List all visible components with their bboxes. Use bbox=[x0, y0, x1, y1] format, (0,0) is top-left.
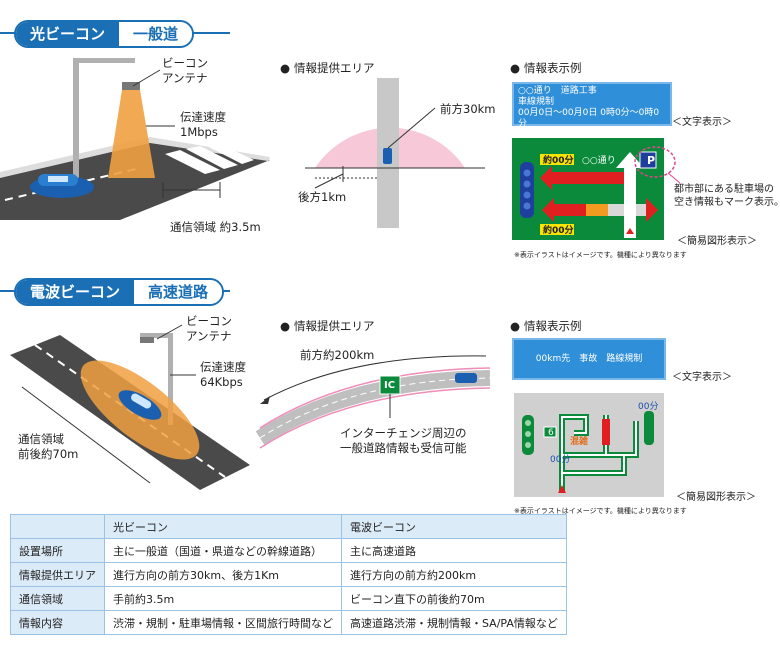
parking-highlight-circle bbox=[634, 146, 681, 184]
graphic-time-2: 約00分 bbox=[543, 226, 574, 236]
crosswalk bbox=[165, 143, 254, 174]
table-row: 通信領域 手前約3.5m ビーコン直下の前後約70m bbox=[10, 586, 567, 611]
optical-area-heading: 情報提供エリア bbox=[280, 60, 375, 76]
table-cell: 主に高速道路 bbox=[341, 538, 567, 563]
optical-note: ※表示イラストはイメージです。機種により異なります bbox=[514, 251, 687, 259]
optical-area-diagram bbox=[305, 78, 485, 228]
table-cell: 主に一般道（国道・県道などの幹線道路） bbox=[104, 538, 342, 563]
section-title: 電波ビーコン bbox=[16, 280, 135, 304]
graphic-road-name: ○○通り bbox=[582, 156, 616, 166]
radio-text-display-label: ＜文字表示＞ bbox=[672, 372, 732, 383]
beacon-antenna bbox=[140, 337, 154, 343]
graphic-time-1: 00分 bbox=[638, 402, 659, 412]
table-row: 設置場所 主に一般道（国道・県道などの幹線道路） 主に高速道路 bbox=[10, 538, 567, 563]
text-panel-line-2: 車線規制 bbox=[518, 97, 555, 107]
optical-text-panel: ○○通り 道路工事 車線規制 00月0日～00月0日 0時0分～0時0分 bbox=[512, 82, 672, 129]
beam-cone bbox=[108, 90, 155, 178]
car bbox=[30, 174, 94, 198]
parking-note: 都市部にある駐車場の 空き情報もマーク表示。 bbox=[674, 184, 780, 208]
radio-graphic-panel bbox=[514, 393, 664, 497]
section-tag: 光ビーコン 一般道 bbox=[14, 20, 195, 48]
radio-area-heading: 情報提供エリア bbox=[280, 318, 375, 334]
radio-text-panel: 00km先 事故 路線規制 bbox=[512, 338, 666, 380]
parking-symbol: P bbox=[647, 154, 656, 167]
section-header-optical: 光ビーコン 一般道 bbox=[0, 18, 230, 48]
table-header-cell: 電波ビーコン bbox=[341, 514, 567, 539]
beacon-pole bbox=[168, 335, 173, 425]
radio-area-diagram bbox=[255, 355, 491, 449]
table-cell: 渋滞・規制・駐車場情報・区間旅行時間など bbox=[104, 610, 342, 635]
optical-antenna-label: ビーコン アンテナ bbox=[162, 56, 208, 85]
table-row-header: 設置場所 bbox=[10, 538, 105, 563]
ic-label: IC bbox=[384, 380, 396, 391]
table-cell: ビーコン直下の前後約70m bbox=[341, 586, 567, 611]
ic-note: インターチェンジ周辺の 一般道路情報も受信可能 bbox=[340, 426, 467, 455]
optical-area-back: 後方1km bbox=[298, 190, 347, 204]
table-row-header: 通信領域 bbox=[10, 586, 105, 611]
section-title: 光ビーコン bbox=[16, 22, 120, 46]
table-cell: 手前約3.5m bbox=[104, 586, 342, 611]
table-cell: 高速道路渋滞・規制情報・SA/PA情報など bbox=[341, 610, 567, 635]
table-cell: 進行方向の前方約200km bbox=[341, 562, 567, 587]
table-row: 情報提供エリア 進行方向の前方30km、後方1Km 進行方向の前方約200km bbox=[10, 562, 567, 587]
radio-antenna-label: ビーコン アンテナ bbox=[186, 314, 232, 343]
car bbox=[118, 390, 162, 420]
arrow-up bbox=[616, 152, 644, 238]
table-header-row: 光ビーコン 電波ビーコン bbox=[10, 514, 567, 539]
graphic-route-number: 6 bbox=[548, 428, 554, 438]
graphic-time-2: 00分 bbox=[550, 455, 571, 465]
table-cell: 進行方向の前方30km、後方1Km bbox=[104, 562, 342, 587]
table-header-cell bbox=[10, 514, 105, 539]
section-subtitle: 一般道 bbox=[119, 22, 193, 46]
section-subtitle: 高速道路 bbox=[134, 280, 223, 304]
optical-range-label: 通信領域 約3.5m bbox=[170, 220, 261, 234]
beacon-antenna bbox=[122, 82, 140, 90]
radio-display-heading: 情報表示例 bbox=[510, 318, 582, 334]
table-row: 情報内容 渋滞・規制・駐車場情報・区間旅行時間など 高速道路渋滞・規制情報・SA… bbox=[10, 610, 567, 635]
radio-graphic-display-label: ＜簡易図形表示＞ bbox=[676, 492, 756, 503]
car-marker bbox=[455, 373, 477, 383]
section-tag: 電波ビーコン 高速道路 bbox=[14, 278, 225, 306]
optical-graphic-display-label: ＜簡易図形表示＞ bbox=[677, 236, 757, 247]
radio-speed-label: 伝達速度 64Kbps bbox=[200, 360, 246, 389]
radio-note: ※表示イラストはイメージです。機種により異なります bbox=[514, 507, 687, 515]
parking-box bbox=[639, 151, 657, 169]
graphic-jam: 混雑 bbox=[570, 437, 589, 447]
optical-speed-label: 伝達速度 1Mbps bbox=[180, 110, 226, 139]
beacon-pole bbox=[73, 60, 79, 180]
radio-beacon-illustration bbox=[10, 324, 250, 490]
radio-area-forward: 前方約200km bbox=[300, 348, 375, 362]
optical-beacon-illustration bbox=[0, 58, 270, 220]
text-panel-line-1: ○○通り 道路工事 bbox=[518, 86, 597, 96]
section-header-radio: 電波ビーコン 高速道路 bbox=[0, 276, 230, 306]
optical-text-display-label: ＜文字表示＞ bbox=[672, 117, 732, 128]
table-row-header: 情報提供エリア bbox=[10, 562, 105, 587]
radio-text-panel-content: 00km先 事故 路線規制 bbox=[535, 353, 643, 364]
car-marker bbox=[383, 148, 392, 164]
optical-graphic-panel bbox=[512, 138, 664, 240]
table-header-cell: 光ビーコン bbox=[104, 514, 342, 539]
optical-area-forward: 前方30km bbox=[440, 102, 496, 116]
comparison-table: 光ビーコン 電波ビーコン 設置場所 主に一般道（国道・県道などの幹線道路） 主に… bbox=[10, 514, 567, 635]
radio-range-label: 通信領域 前後約70m bbox=[18, 432, 79, 461]
optical-display-heading: 情報表示例 bbox=[510, 60, 582, 76]
graphic-time-1: 約00分 bbox=[543, 156, 574, 166]
table-row-header: 情報内容 bbox=[10, 610, 105, 635]
text-panel-line-3: 00月0日～00月0日 0時0分～0時0分 bbox=[518, 108, 660, 129]
arrow-upper bbox=[540, 166, 632, 190]
